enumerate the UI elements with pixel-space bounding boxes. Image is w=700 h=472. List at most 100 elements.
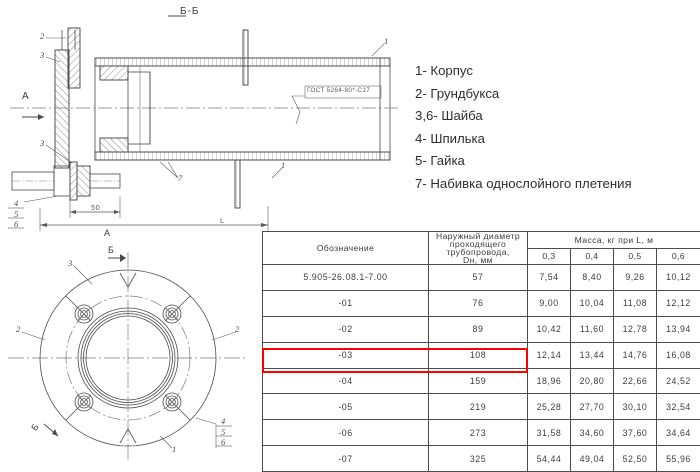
header-length-03: 0,3 [528,248,571,265]
header-mass: Масса, кг при L, м [528,232,700,249]
cell-mass: 20,80 [571,368,614,394]
table-row-highlighted: -03 108 12,14 13,44 14,76 16,08 [263,342,700,368]
flange-leader-6: 6 [221,437,225,447]
cell-mass: 55,96 [657,446,700,472]
cell-mass: 12,78 [614,316,657,342]
cell-mass: 49,04 [571,446,614,472]
top-drawing-svg [0,0,412,240]
cell-mass: 34,64 [657,420,700,446]
leader-3-top: 3 [40,50,44,60]
cell-designation: -01 [263,290,429,316]
table-row: -01 76 9,00 10,04 11,08 12,12 [263,290,700,316]
table-row: -06 273 31,58 34,60 37,60 34,64 [263,420,700,446]
header-length-05: 0,5 [614,248,657,265]
flange-leader-3: 3 [68,258,72,268]
header-outer-diameter: Наружный диаметр проходящего трубопровод… [429,232,528,265]
cell-diameter: 76 [429,290,528,316]
flange-leader-5: 5 [221,427,225,437]
cell-mass: 25,28 [528,394,571,420]
cell-mass: 14,76 [614,342,657,368]
table-row: 5.905-26.08.1-7.00 57 7,54 8,40 9,26 10,… [263,265,700,291]
leader-1-lower: 1 [281,160,285,170]
header-length-04: 0,4 [571,248,614,265]
cell-designation: -06 [263,420,429,446]
flange-leader-1: 1 [172,444,176,454]
table-head: Обозначение Наружный диаметр проходящего… [263,232,700,265]
leader-3-lower: 3 [40,138,44,148]
header-length-06: 0,6 [657,248,700,265]
cell-designation: -05 [263,394,429,420]
view-marker-a-top: A [22,91,29,102]
legend-item: 1- Корпус [415,60,700,83]
weld-standard-note: ГОСТ 5264-80*-С17 [307,87,370,94]
cell-mass: 10,12 [657,265,700,291]
legend-item: 3,6- Шайба [415,105,700,128]
flange-leader-2-right: 2 [235,324,239,334]
section-marker-b-top: Б [108,245,114,255]
leader-5: 5 [14,209,18,219]
cell-mass: 27,70 [571,394,614,420]
cell-mass: 34,60 [571,420,614,446]
specification-table-container: Обозначение Наружный диаметр проходящего… [262,231,700,461]
cell-mass: 13,94 [657,316,700,342]
cell-mass: 18,96 [528,368,571,394]
cell-mass: 10,42 [528,316,571,342]
cell-mass: 11,60 [571,316,614,342]
cell-mass: 12,12 [657,290,700,316]
cell-mass: 32,54 [657,394,700,420]
table-body: 5.905-26.08.1-7.00 57 7,54 8,40 9,26 10,… [263,265,700,472]
cell-mass: 22,66 [614,368,657,394]
top-section-drawing: Б-Б A ГОСТ 5264-80*-С17 50 L 2 3 1 3 7 1… [0,0,412,240]
cell-mass: 54,44 [528,446,571,472]
cell-mass: 31,58 [528,420,571,446]
cell-designation: 5.905-26.08.1-7.00 [263,265,429,291]
table-row: -02 89 10,42 11,60 12,78 13,94 [263,316,700,342]
cell-designation: -03 [263,342,429,368]
header-designation: Обозначение [263,232,429,265]
cell-mass: 10,04 [571,290,614,316]
cell-mass: 24,52 [657,368,700,394]
cell-diameter: 273 [429,420,528,446]
cell-mass: 8,40 [571,265,614,291]
cell-mass: 52,50 [614,446,657,472]
cell-mass: 7,54 [528,265,571,291]
table-row: -07 325 54,44 49,04 52,50 55,96 [263,446,700,472]
leader-6: 6 [14,219,18,229]
cell-diameter: 108 [429,342,528,368]
section-label-bb: Б-Б [180,6,199,17]
cell-diameter: 89 [429,316,528,342]
cell-diameter: 159 [429,368,528,394]
legend-item: 5- Гайка [415,150,700,173]
leader-7: 7 [178,173,182,183]
cell-diameter: 57 [429,265,528,291]
cell-diameter: 219 [429,394,528,420]
leader-2-top: 2 [40,31,44,41]
cell-designation: -07 [263,446,429,472]
view-marker-a-bottom: A [104,228,111,238]
specification-table: Обозначение Наружный диаметр проходящего… [262,231,700,472]
cell-mass: 13,44 [571,342,614,368]
leader-1-top: 1 [384,36,388,46]
cell-mass: 16,08 [657,342,700,368]
legend-item: 4- Шпилька [415,128,700,151]
legend-item: 2- Грундбукса [415,83,700,106]
parts-legend: 1- Корпус 2- Грундбукса 3,6- Шайба 4- Шп… [415,60,700,195]
cell-mass: 11,08 [614,290,657,316]
cell-mass: 12,14 [528,342,571,368]
table-header-row-1: Обозначение Наружный диаметр проходящего… [263,232,700,249]
cell-designation: -02 [263,316,429,342]
cell-designation: -04 [263,368,429,394]
flange-leader-4: 4 [221,416,225,426]
dimension-50: 50 [91,203,100,212]
flange-view-a: A Б Б 3 2 2 1 4 5 6 [0,240,258,463]
leader-4: 4 [14,198,18,208]
flange-leader-2-left: 2 [16,324,20,334]
cell-mass: 9,26 [614,265,657,291]
cell-diameter: 325 [429,446,528,472]
cell-mass: 37,60 [614,420,657,446]
dimension-L: L [220,216,225,225]
table-row: -04 159 18,96 20,80 22,66 24,52 [263,368,700,394]
legend-item: 7- Набивка однослойного плетения [415,173,700,196]
cell-mass: 30,10 [614,394,657,420]
header-diameter-line: Dн, мм [433,256,523,264]
